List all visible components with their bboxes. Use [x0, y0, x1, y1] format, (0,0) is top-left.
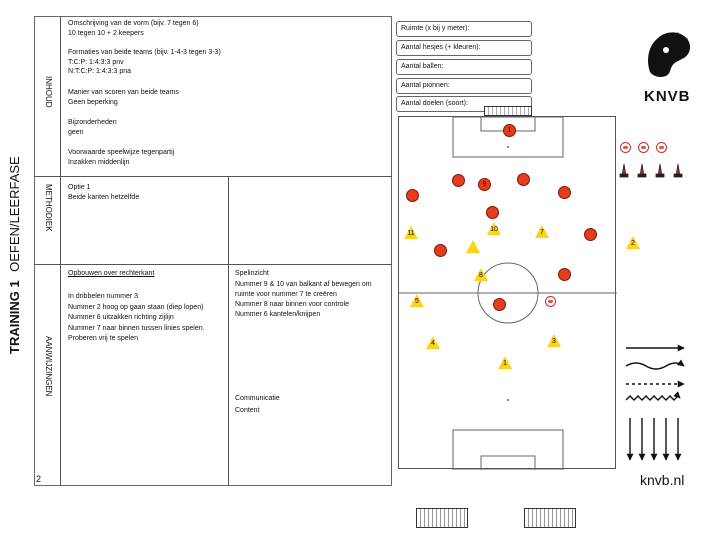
- yellow-player: 5: [410, 294, 424, 307]
- section-divider: [34, 264, 392, 265]
- sheet-frame: [34, 16, 392, 486]
- red-player: [517, 173, 530, 186]
- inhoud-voorwaarde: Voorwaarde speelwijze tegenpartij Inzakk…: [68, 149, 175, 166]
- red-player: [493, 298, 506, 311]
- materials-ruimte-field[interactable]: Ruimte (x bij y meter):: [396, 21, 532, 37]
- red-player: 1: [503, 124, 516, 137]
- pitch-lines: [399, 117, 617, 470]
- website-text: knvb.nl: [640, 472, 685, 488]
- page-number: 2: [36, 474, 42, 484]
- side-title-training: TRAINING 1: [7, 280, 22, 354]
- section-divider: [228, 264, 229, 486]
- red-player: [434, 244, 447, 257]
- inhoud-scoren: Manier van scoren van beide teams Geen b…: [68, 89, 179, 106]
- knvb-lion-logo: [636, 20, 700, 84]
- yellow-player: 2: [626, 236, 640, 249]
- ball-icon: [656, 142, 667, 153]
- mini-goal: [524, 508, 576, 528]
- inhoud-formaties: Formaties van beide teams (bijv. 1-4-3 t…: [68, 49, 221, 75]
- section-label-aanwijzingen: AANWIJZINGEN: [44, 336, 53, 397]
- section-divider: [34, 176, 392, 177]
- yellow-player: 8: [474, 268, 488, 281]
- materials-doelen-field[interactable]: Aantal doelen (soort):: [396, 96, 532, 112]
- aanwijzingen-communicatie: Communicatie Content: [235, 395, 280, 414]
- yellow-player: [466, 240, 480, 253]
- aanwijzingen-right-heading: Spelinzicht: [235, 270, 269, 277]
- red-player: [452, 174, 465, 187]
- aanwijzingen-right-text: Nummer 9 & 10 van balkant af bewegen om …: [235, 281, 372, 318]
- side-title: TRAINING 1 OEFEN/LEERFASE: [6, 156, 24, 354]
- aanwijzingen-left-text: In dribbelen nummer 3 Nummer 2 hoog op g…: [68, 293, 205, 342]
- knvb-logo-text: KNVB: [644, 88, 691, 105]
- materials-pionnen-field[interactable]: Aantal pionnen:: [396, 78, 532, 94]
- side-title-phase: OEFEN/LEERFASE: [7, 156, 22, 272]
- inhoud-vorm: Omschrijving van de vorm (bijv. 7 tegen …: [68, 20, 199, 37]
- yellow-player: 1: [498, 356, 512, 369]
- pawn-icons: [619, 163, 683, 178]
- red-player: [558, 268, 571, 281]
- methodiek-optie: Optie 1 Beide kanten hetzelfde: [68, 184, 140, 201]
- yellow-player: 10: [487, 222, 501, 235]
- section-divider: [60, 16, 61, 486]
- aanwijzingen-heading: Opbouwen over rechterkant: [68, 270, 155, 277]
- red-player: 9: [478, 178, 491, 191]
- ball-icon: [620, 142, 631, 153]
- arrow-legend: [625, 344, 685, 461]
- mini-goal: [416, 508, 468, 528]
- red-player: [558, 186, 571, 199]
- lion-icon: [648, 32, 691, 77]
- yellow-player: 11: [404, 226, 418, 239]
- yellow-player: 4: [426, 336, 440, 349]
- ball-icon: [638, 142, 649, 153]
- section-label-inhoud: INHOUD: [44, 76, 53, 108]
- materials-hesjes-field[interactable]: Aantal hesjes (+ kleuren):: [396, 40, 532, 56]
- red-player: [406, 189, 419, 202]
- materials-ballen-field[interactable]: Aantal ballen:: [396, 59, 532, 75]
- yellow-player: 7: [535, 225, 549, 238]
- inhoud-bijzonderheden: Bijzonderheden geen: [68, 119, 117, 136]
- top-goal: [484, 106, 532, 116]
- ball-icon: [545, 296, 556, 307]
- yellow-player: 3: [547, 334, 561, 347]
- section-label-methodiek: METHODIEK: [44, 184, 53, 232]
- red-player: [486, 206, 499, 219]
- section-divider: [228, 176, 229, 264]
- red-player: [584, 228, 597, 241]
- pitch: [398, 116, 617, 470]
